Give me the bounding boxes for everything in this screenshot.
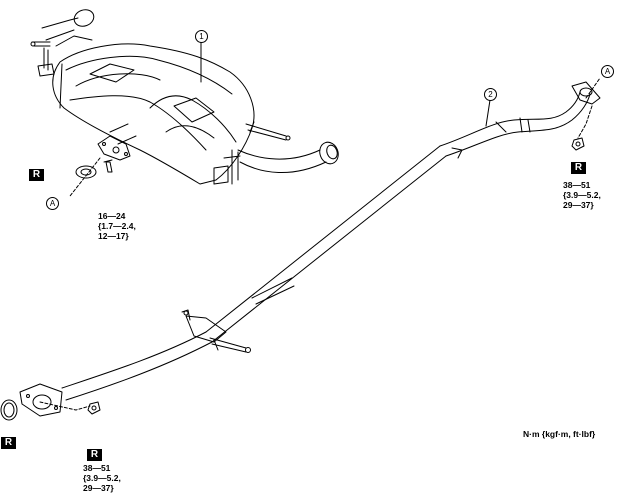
torque-line: 12—17} xyxy=(98,231,129,241)
torque-line: 16—24 xyxy=(98,211,126,221)
alignment-lines xyxy=(39,77,601,411)
callout-2: 2 xyxy=(484,88,497,101)
front-pipe xyxy=(19,81,601,417)
front-pipe-rear-nut xyxy=(571,137,585,151)
torque-line: {1.7—2.4, xyxy=(98,221,136,231)
torque-front-pipe-front: 38—51 {3.9—5.2, 29—37} xyxy=(83,463,121,493)
callout-1: 1 xyxy=(195,30,208,43)
torque-line: 38—51 xyxy=(563,180,591,190)
torque-muffler-flange: 16—24 {1.7—2.4, 12—17} xyxy=(98,211,136,241)
torque-line: 29—37} xyxy=(83,483,114,493)
front-pipe-front-nut xyxy=(87,401,101,415)
replace-mark-muffler-gasket: R xyxy=(29,169,44,181)
torque-front-pipe-rear: 38—51 {3.9—5.2, 29—37} xyxy=(563,180,601,210)
torque-line: {3.9—5.2, xyxy=(563,190,601,200)
reference-a-left: A xyxy=(46,197,59,210)
replace-mark-rear-nut: R xyxy=(571,162,586,174)
torque-line: 38—51 xyxy=(83,463,111,473)
main-muffler xyxy=(30,9,339,185)
reference-a-right: A xyxy=(601,65,614,78)
muffler-flange-bolt xyxy=(103,159,113,173)
replace-mark-front-gasket: R xyxy=(1,437,16,449)
unit-label: N·m {kgf·m, ft·lbf} xyxy=(523,429,596,439)
front-gasket xyxy=(0,399,18,421)
torque-line: 29—37} xyxy=(563,200,594,210)
replace-mark-front-nut: R xyxy=(87,449,102,461)
torque-line: {3.9—5.2, xyxy=(83,473,121,483)
callout-2-leader xyxy=(485,99,491,127)
